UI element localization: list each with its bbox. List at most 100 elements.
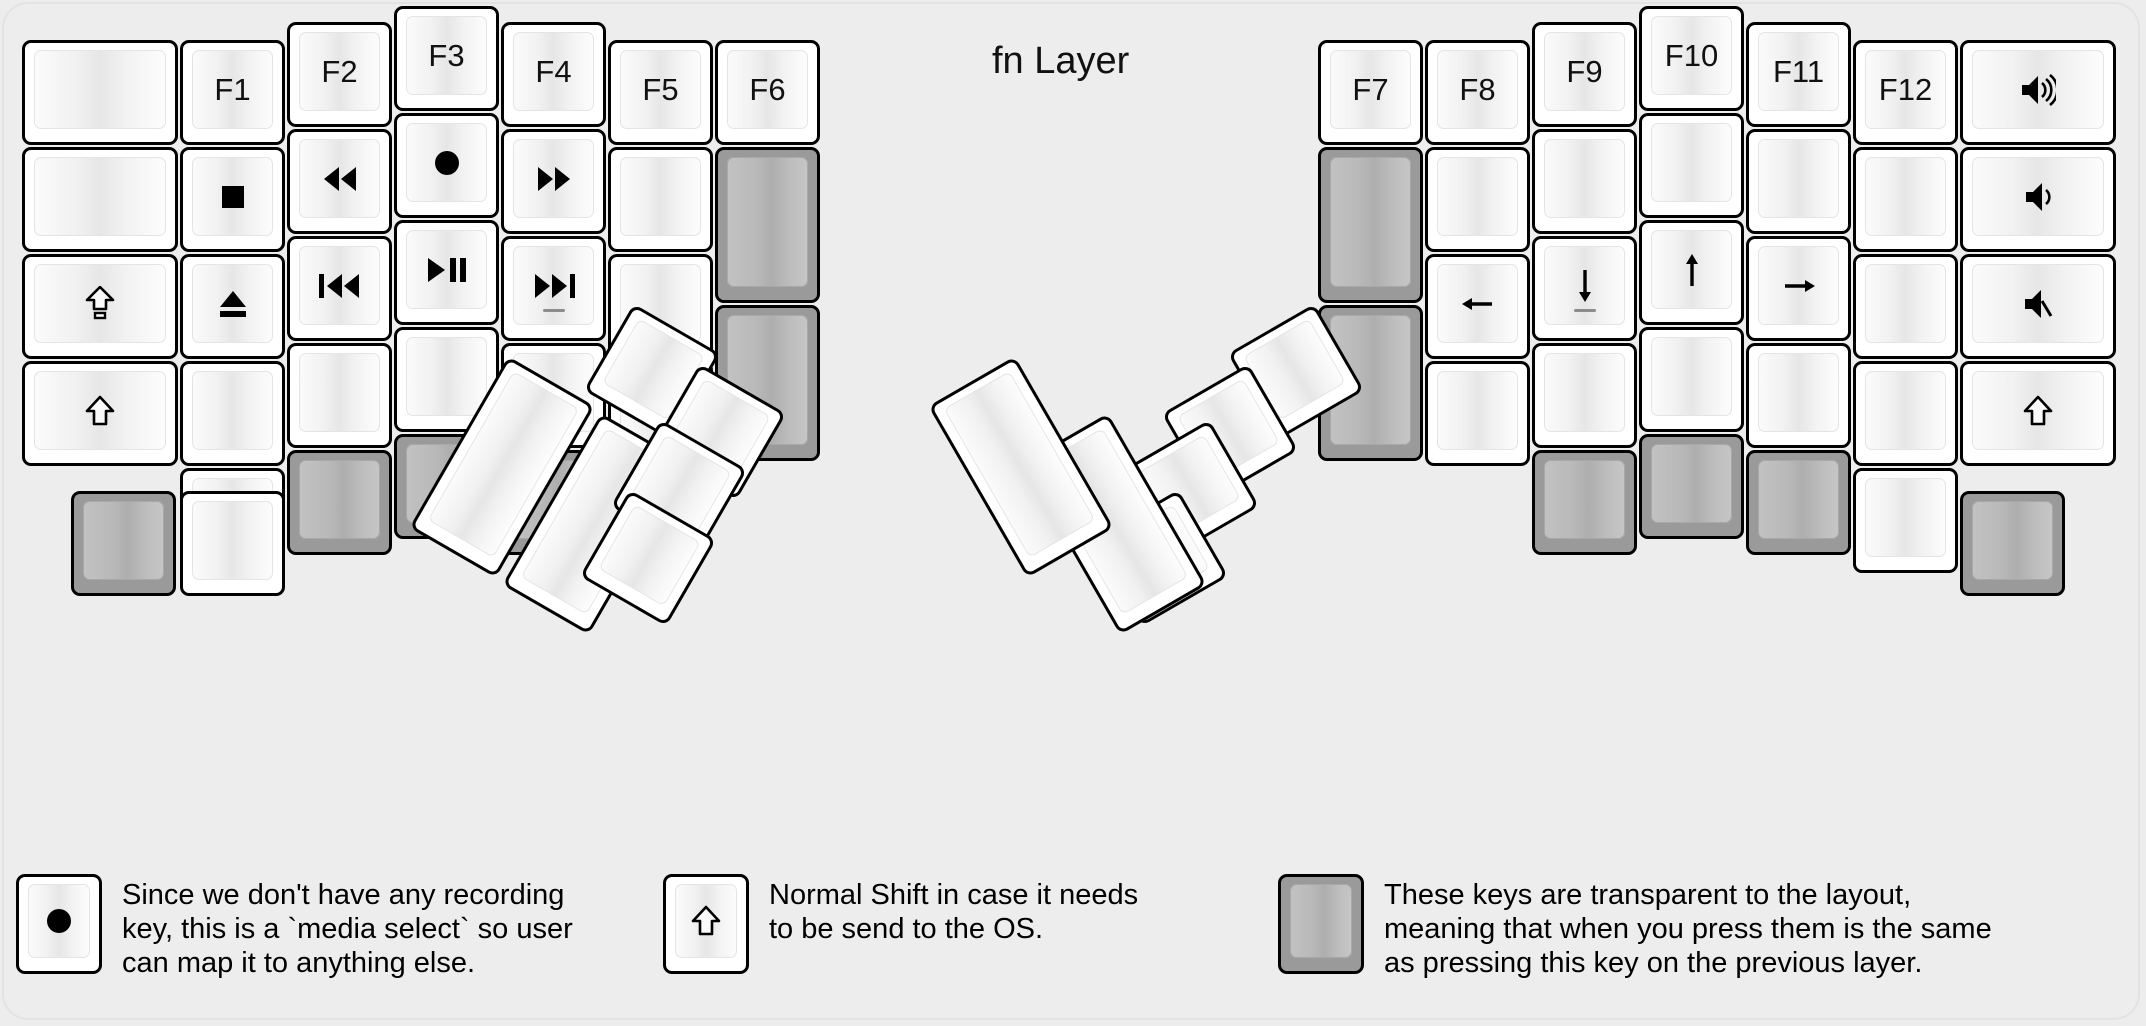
key-inner-column-1[interactable]	[1425, 147, 1530, 252]
keycap-surface	[513, 32, 594, 111]
key-pinky-column-3[interactable]	[1853, 361, 1958, 466]
keycap-surface	[620, 157, 701, 236]
key-middle-column-4[interactable]	[1639, 434, 1744, 539]
legend-key-sample-0	[16, 874, 102, 974]
keycap-surface	[406, 230, 487, 309]
key-pinky-column-2[interactable]	[180, 254, 285, 359]
keycap-surface	[1758, 246, 1839, 325]
key-innermost-column-0[interactable]: F6	[715, 40, 820, 145]
keycap-surface	[28, 884, 90, 958]
key-index-column-4[interactable]	[1532, 450, 1637, 555]
key-middle-column-2[interactable]	[1639, 220, 1744, 325]
key-pinky-column-1[interactable]	[1853, 147, 1958, 252]
key-pinky-column-2[interactable]	[1853, 254, 1958, 359]
key-outer-column-0[interactable]	[22, 40, 178, 145]
keycap-surface	[299, 246, 380, 325]
keycap-surface	[299, 139, 380, 218]
key-bottom-outer[interactable]	[71, 491, 176, 596]
key-innermost-column-1[interactable]	[1318, 147, 1423, 303]
key-inner-column-1[interactable]	[608, 147, 713, 252]
key-ring-column-0[interactable]: F11	[1746, 22, 1851, 127]
key-ring-column-3[interactable]	[287, 343, 392, 448]
key-pinky-column-3[interactable]	[180, 361, 285, 466]
key-pinky-column-1[interactable]	[180, 147, 285, 252]
key-inner-column-0[interactable]: F8	[1425, 40, 1530, 145]
key-index-column-1[interactable]	[1532, 129, 1637, 234]
key-inner-column-0[interactable]: F5	[608, 40, 713, 145]
key-innermost-column-1[interactable]	[715, 147, 820, 303]
key-middle-column-0[interactable]: F3	[394, 6, 499, 111]
key-middle-column-0[interactable]: F10	[1639, 6, 1744, 111]
key-bottom-outer[interactable]	[1960, 491, 2065, 596]
key-pinky-column-4[interactable]	[1853, 468, 1958, 573]
key-ring-column-4[interactable]	[287, 450, 392, 555]
keycap-surface	[192, 157, 273, 236]
key-ring-column-3[interactable]	[1746, 343, 1851, 448]
keycap-surface	[1651, 123, 1732, 202]
keycap-surface	[406, 16, 487, 95]
key-outer-column-2[interactable]	[1960, 254, 2116, 359]
legend-key-0[interactable]	[16, 874, 102, 974]
key-index-column-3[interactable]	[1532, 343, 1637, 448]
keycap-surface	[1972, 50, 2104, 129]
keycap-surface	[1330, 157, 1411, 287]
key-bottom-pinky[interactable]	[180, 491, 285, 596]
keycap-surface	[1437, 157, 1518, 236]
page-title: fn Layer	[992, 40, 1130, 82]
key-inner-column-2[interactable]	[1425, 254, 1530, 359]
keycap-surface	[1972, 371, 2104, 450]
key-ring-column-1[interactable]	[287, 129, 392, 234]
key-index-column-0[interactable]: F9	[1532, 22, 1637, 127]
key-pinky-column-0[interactable]: F12	[1853, 40, 1958, 145]
key-outer-column-3[interactable]	[22, 361, 178, 466]
key-ring-column-0[interactable]: F2	[287, 22, 392, 127]
key-middle-column-3[interactable]	[1639, 327, 1744, 432]
keycap-surface	[83, 501, 164, 580]
keycap-surface	[1865, 371, 1946, 450]
key-outer-column-3[interactable]	[1960, 361, 2116, 466]
key-innermost-column-0[interactable]: F7	[1318, 40, 1423, 145]
keycap-surface	[1651, 230, 1732, 309]
keycap-surface	[620, 50, 701, 129]
key-pinky-column-0[interactable]: F1	[180, 40, 285, 145]
keycap-surface	[1651, 16, 1732, 95]
key-outer-column-1[interactable]	[22, 147, 178, 252]
legend-text-0: Since we don't have any recording key, t…	[122, 879, 573, 980]
key-outer-column-2[interactable]	[22, 254, 178, 359]
key-middle-column-2[interactable]	[394, 220, 499, 325]
key-ring-column-2[interactable]	[1746, 236, 1851, 341]
legend-key-1[interactable]	[663, 874, 749, 974]
keycap-surface	[299, 353, 380, 432]
keycap-surface	[1972, 501, 2053, 580]
key-middle-column-1[interactable]	[394, 113, 499, 218]
keycap-surface	[1290, 884, 1352, 958]
keycap-surface	[1865, 478, 1946, 557]
keycap-surface	[1865, 157, 1946, 236]
keycap-surface	[1544, 353, 1625, 432]
key-middle-column-1[interactable]	[1639, 113, 1744, 218]
keycap-surface	[34, 157, 166, 236]
key-ring-column-2[interactable]	[287, 236, 392, 341]
key-inner-column-3[interactable]	[1425, 361, 1530, 466]
keycap-surface	[1758, 460, 1839, 539]
key-index-column-2[interactable]	[1532, 236, 1637, 341]
key-ring-column-1[interactable]	[1746, 129, 1851, 234]
keycap-surface	[1437, 264, 1518, 343]
legend: Since we don't have any recording key, t…	[0, 862, 2146, 1026]
legend-text-2: These keys are transparent to the layout…	[1384, 879, 1992, 980]
legend-text-1: Normal Shift in case it needs to be send…	[769, 879, 1139, 946]
key-outer-column-0[interactable]	[1960, 40, 2116, 145]
homing-indicator	[1573, 309, 1596, 312]
keycap-surface	[1437, 371, 1518, 450]
key-ring-column-4[interactable]	[1746, 450, 1851, 555]
key-index-column-1[interactable]	[501, 129, 606, 234]
keycap-surface	[1865, 50, 1946, 129]
key-outer-column-1[interactable]	[1960, 147, 2116, 252]
keycap-surface	[192, 371, 273, 450]
key-index-column-2[interactable]	[501, 236, 606, 341]
keycap-surface	[1651, 337, 1732, 416]
key-index-column-0[interactable]: F4	[501, 22, 606, 127]
legend-key-2[interactable]	[1278, 874, 1364, 974]
keycap-surface	[1972, 264, 2104, 343]
keycap-surface	[1544, 139, 1625, 218]
